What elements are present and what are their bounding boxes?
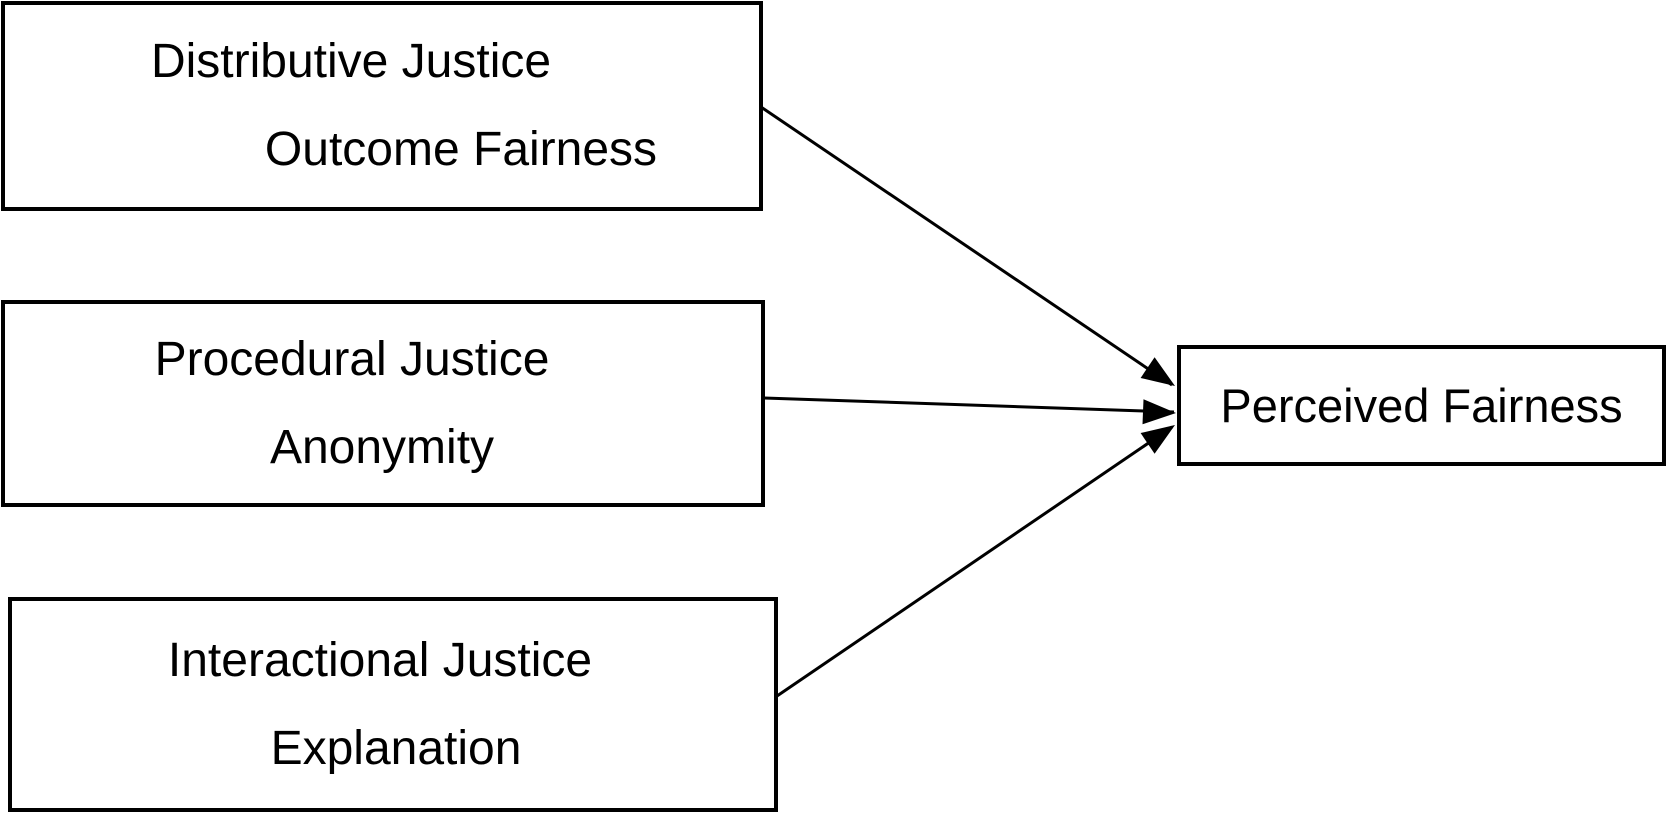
node-perceived-fairness: Perceived Fairness [1177, 345, 1666, 466]
node-procedural-justice: Procedural Justice Anonymity [1, 300, 765, 507]
node-distributive-justice-subtitle: Outcome Fairness [264, 123, 658, 176]
arrowhead-distributive-to-perceived-icon [1140, 357, 1175, 386]
arrowhead-interactional-to-perceived-icon [1140, 425, 1175, 454]
node-procedural-justice-title: Procedural Justice [154, 332, 550, 386]
node-interactional-justice: Interactional Justice Explanation [8, 597, 778, 812]
node-procedural-justice-subtitle: Anonymity [269, 420, 495, 474]
node-interactional-justice-subtitle: Explanation [270, 721, 522, 775]
arrow-line-interactional-to-perceived [776, 425, 1173, 698]
node-distributive-justice: Distributive Justice Outcome Fairness [1, 1, 763, 211]
arrowhead-procedural-to-perceived-icon [1142, 399, 1176, 425]
arrow-line-distributive-to-perceived [757, 103, 1173, 387]
node-interactional-justice-title: Interactional Justice [167, 633, 593, 687]
node-distributive-justice-title: Distributive Justice [150, 35, 552, 88]
node-perceived-fairness-title: Perceived Fairness [1220, 378, 1623, 432]
arrow-line-procedural-to-perceived [763, 396, 1175, 414]
